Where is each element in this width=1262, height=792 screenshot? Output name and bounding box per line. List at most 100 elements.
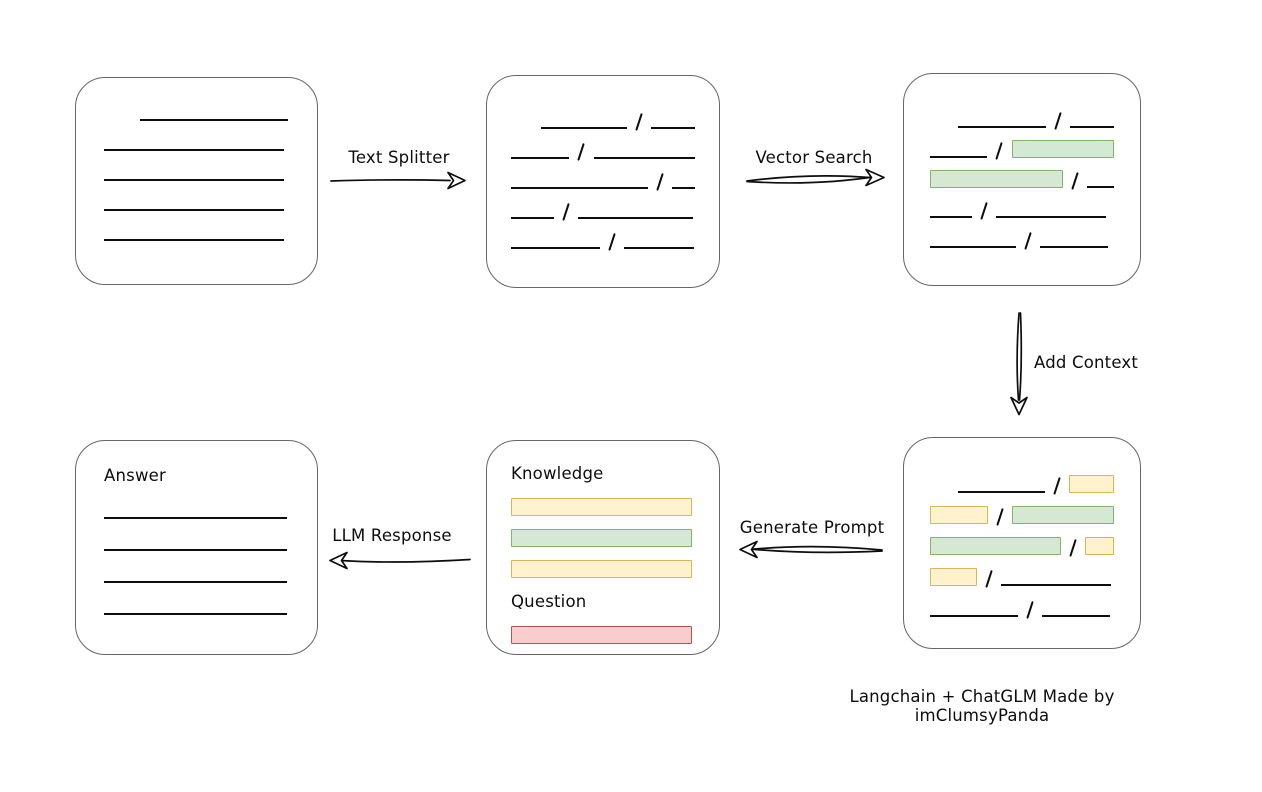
yellow-highlight-chip bbox=[511, 498, 692, 516]
text-line bbox=[104, 613, 287, 615]
yellow-highlight-chip bbox=[930, 568, 977, 586]
box-row bbox=[511, 109, 695, 131]
box-row bbox=[104, 131, 289, 151]
slash-separator bbox=[1069, 539, 1077, 557]
yellow-highlight-chip bbox=[930, 506, 988, 524]
box-row bbox=[104, 161, 289, 181]
source-document-box bbox=[75, 77, 318, 285]
box-row bbox=[930, 504, 1114, 526]
add-context-arrow bbox=[1010, 312, 1028, 416]
text-line bbox=[930, 246, 1016, 248]
box-row bbox=[930, 108, 1114, 130]
text-line bbox=[958, 126, 1046, 128]
box-row bbox=[104, 595, 289, 615]
text-line bbox=[930, 156, 988, 158]
slash-separator bbox=[1024, 232, 1033, 250]
context-chunks-box bbox=[903, 437, 1141, 649]
box-row bbox=[104, 563, 289, 583]
green-highlight-chip bbox=[930, 170, 1063, 188]
box-row bbox=[930, 168, 1114, 190]
text-line bbox=[104, 517, 287, 519]
text-line bbox=[104, 581, 287, 583]
text-line bbox=[593, 157, 695, 159]
llm-response-arrow bbox=[329, 551, 471, 570]
split-chunks-box bbox=[486, 75, 720, 288]
red-highlight-chip bbox=[511, 626, 692, 644]
box-row bbox=[511, 558, 695, 578]
box-row bbox=[511, 527, 695, 547]
text-line bbox=[511, 157, 570, 159]
box-row bbox=[511, 169, 696, 191]
text-line bbox=[624, 247, 695, 249]
text-line bbox=[578, 217, 694, 219]
box-row bbox=[511, 229, 695, 251]
text-line bbox=[1040, 246, 1109, 248]
yellow-highlight-chip bbox=[1085, 537, 1114, 555]
box-row bbox=[104, 531, 289, 551]
box-label: Knowledge bbox=[511, 463, 604, 483]
slash-separator bbox=[1070, 172, 1079, 190]
text-line bbox=[1001, 584, 1112, 586]
slash-separator bbox=[562, 203, 571, 221]
box-row bbox=[511, 199, 695, 221]
text-line bbox=[930, 615, 1018, 617]
text-line bbox=[104, 549, 287, 551]
green-highlight-chip bbox=[1011, 140, 1114, 158]
green-highlight-chip bbox=[930, 537, 1061, 555]
box-row bbox=[511, 624, 695, 644]
text-line bbox=[958, 491, 1046, 493]
diagram-caption: Langchain + ChatGLM Made by imClumsyPand… bbox=[849, 687, 1115, 725]
box-row bbox=[930, 566, 1114, 588]
text-line bbox=[511, 217, 554, 219]
box-row bbox=[930, 473, 1114, 495]
text-line bbox=[1070, 126, 1114, 128]
box-row bbox=[104, 101, 289, 121]
add-context-label: Add Context bbox=[1034, 353, 1139, 372]
box-row bbox=[104, 221, 289, 241]
slash-separator bbox=[608, 233, 617, 251]
box-row bbox=[511, 139, 695, 161]
text-line bbox=[511, 247, 600, 249]
text-splitter-arrow bbox=[330, 171, 466, 190]
vector-search-label: Vector Search bbox=[755, 148, 873, 167]
yellow-highlight-chip bbox=[511, 560, 692, 578]
slash-separator bbox=[1053, 477, 1062, 495]
text-line bbox=[140, 119, 288, 121]
slash-separator bbox=[980, 202, 989, 220]
green-highlight-chip bbox=[511, 529, 692, 547]
slash-separator bbox=[1026, 601, 1035, 619]
slash-separator bbox=[985, 570, 994, 588]
text-splitter-label: Text Splitter bbox=[348, 148, 450, 167]
green-highlight-chip bbox=[1012, 506, 1114, 524]
answer-box: Answer bbox=[75, 440, 318, 655]
text-line bbox=[930, 216, 972, 218]
box-row bbox=[104, 499, 289, 519]
box-row bbox=[930, 597, 1114, 619]
box-label: Question bbox=[511, 591, 587, 611]
slash-separator bbox=[995, 142, 1004, 160]
vector-search-results-box bbox=[903, 73, 1141, 286]
llm-response-label: LLM Response bbox=[332, 526, 452, 545]
box-row bbox=[930, 228, 1114, 250]
text-line bbox=[1086, 186, 1114, 188]
vector-search-arrow bbox=[746, 168, 885, 187]
box-row: Answer bbox=[104, 463, 289, 487]
slash-separator bbox=[656, 173, 665, 191]
box-row bbox=[930, 198, 1114, 220]
box-row bbox=[104, 191, 289, 211]
generate-prompt-arrow bbox=[739, 540, 883, 559]
text-line bbox=[1042, 615, 1111, 617]
text-line bbox=[541, 127, 627, 129]
text-line bbox=[104, 239, 284, 241]
slash-separator bbox=[996, 508, 1004, 526]
box-row: Knowledge bbox=[511, 461, 695, 485]
box-row bbox=[511, 496, 695, 516]
text-line bbox=[996, 216, 1107, 218]
text-line bbox=[511, 187, 648, 189]
slash-separator bbox=[635, 113, 643, 131]
box-label: Answer bbox=[104, 465, 166, 485]
box-row bbox=[930, 138, 1114, 160]
box-row bbox=[930, 535, 1114, 557]
